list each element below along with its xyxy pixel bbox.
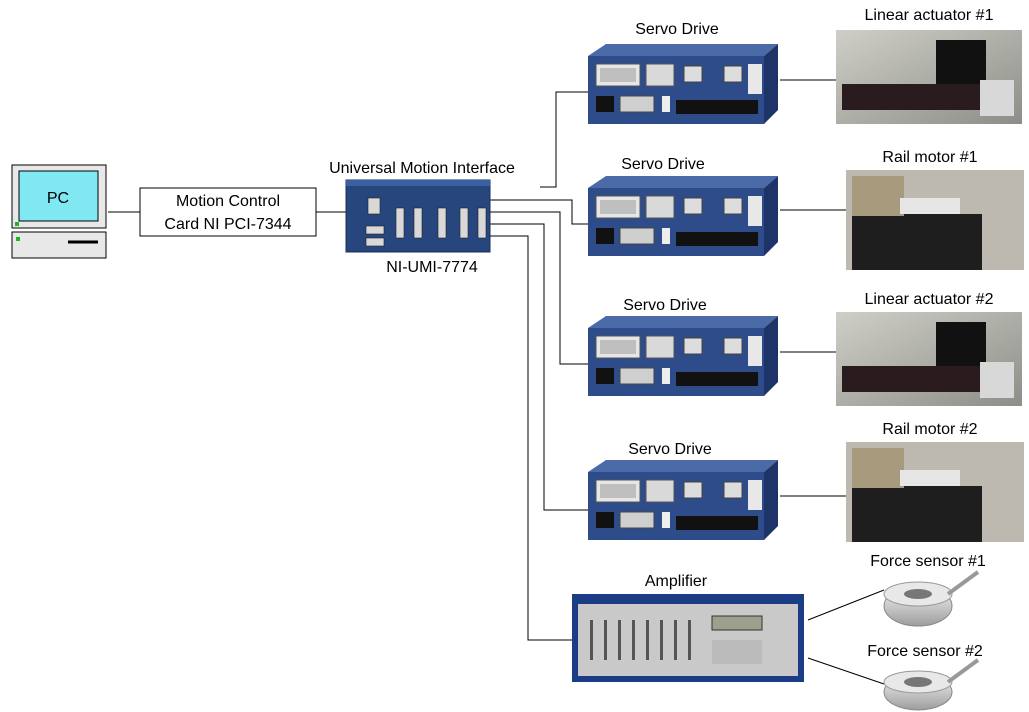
motor-label: Rail motor #1	[882, 149, 977, 166]
rail-motor-1: Rail motor #1	[846, 149, 1024, 270]
motion-control-card: Motion Control Card NI PCI-7344	[139, 187, 317, 237]
servo-drive-label: Servo Drive	[628, 441, 712, 458]
servo-drive-1: Servo Drive	[587, 21, 779, 125]
connection-lines	[108, 79, 885, 685]
wire-umi-amplifier	[490, 235, 572, 641]
motor-label: Linear actuator #2	[865, 291, 994, 308]
amplifier-label: Amplifier	[645, 573, 708, 590]
force-sensor-1: Force sensor #1	[870, 553, 986, 627]
sensor-label: Force sensor #1	[870, 553, 986, 570]
motor-label: Linear actuator #1	[865, 7, 994, 24]
sensor-label: Force sensor #2	[867, 643, 983, 660]
wire-umi-drive-4	[490, 223, 590, 511]
pc-computer: PC	[11, 164, 107, 259]
servo-drive-3: Servo Drive	[587, 297, 779, 397]
universal-motion-interface: Universal Motion Interface NI-UMI-7774	[329, 160, 515, 276]
wire-amp-sensor-1	[807, 589, 885, 621]
servo-drive-label: Servo Drive	[635, 21, 719, 38]
linear-actuator-1: Linear actuator #1	[836, 7, 1022, 124]
wire-umi-drive-3	[490, 211, 590, 365]
card-label-line2: Card NI PCI-7344	[164, 216, 291, 233]
wire-umi-drive-1	[540, 91, 590, 188]
pc-case	[11, 231, 107, 259]
servo-drive-label: Servo Drive	[623, 297, 707, 314]
wire-umi-drive-2	[490, 199, 590, 225]
card-label-line1: Motion Control	[176, 193, 280, 210]
motor-label: Rail motor #2	[882, 421, 977, 438]
umi-model: NI-UMI-7774	[386, 259, 478, 276]
wire-amp-sensor-2	[807, 657, 885, 685]
pc-label: PC	[47, 190, 69, 207]
amplifier: Amplifier	[572, 573, 804, 682]
linear-actuator-2: Linear actuator #2	[836, 291, 1022, 406]
servo-drive-label: Servo Drive	[621, 156, 705, 173]
force-sensor-2: Force sensor #2	[867, 643, 983, 711]
servo-drive-2: Servo Drive	[587, 156, 779, 257]
pc-screen	[18, 170, 99, 222]
rail-motor-2: Rail motor #2	[846, 421, 1024, 542]
servo-drive-4: Servo Drive	[587, 441, 779, 541]
umi-title: Universal Motion Interface	[329, 160, 515, 177]
